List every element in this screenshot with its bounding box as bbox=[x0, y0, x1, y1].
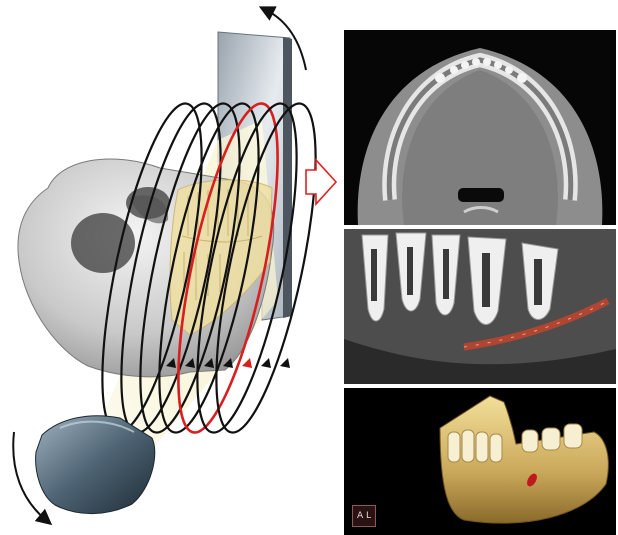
scan-setup-illustration bbox=[0, 0, 340, 535]
axial-slice-panel bbox=[344, 30, 616, 225]
scan-direction-arrowhead bbox=[280, 358, 290, 368]
scan-direction-arrowhead bbox=[261, 358, 271, 368]
panoramic-slice-panel bbox=[344, 229, 616, 384]
xray-source bbox=[36, 416, 155, 514]
orientation-cube: A L bbox=[352, 505, 376, 527]
3d-mandible-render bbox=[344, 388, 616, 535]
3d-render-panel: A L bbox=[344, 388, 616, 535]
axial-slice-image bbox=[344, 30, 616, 225]
result-arrow bbox=[306, 160, 336, 204]
scan-direction-arrowhead bbox=[242, 358, 252, 368]
panoramic-slice-image bbox=[344, 229, 616, 384]
